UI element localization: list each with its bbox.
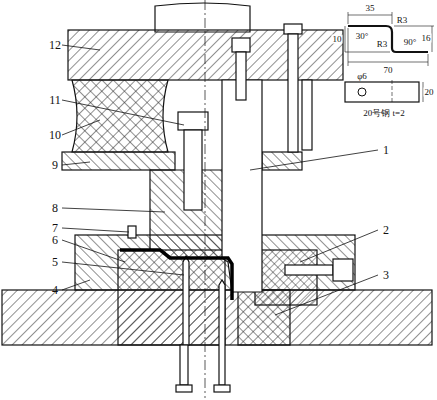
upper-plate <box>68 30 343 80</box>
dimension-text: 90° <box>403 38 418 47</box>
leader-lines <box>62 45 378 315</box>
dimension-text: 16 <box>421 34 432 43</box>
die-insert <box>238 290 290 345</box>
dimension-text: 20 <box>424 88 435 97</box>
callout-number: 10 <box>48 129 62 141</box>
screw-head <box>214 385 230 392</box>
callout-number: 7 <box>51 222 59 234</box>
dimension-text: 30° <box>355 32 370 41</box>
callout-number: 9 <box>51 159 59 171</box>
dimension-text: R3 <box>376 40 389 49</box>
callout-number: 5 <box>51 256 59 268</box>
screw-head <box>176 385 192 392</box>
stripper-plate <box>62 152 175 170</box>
callout-number: 12 <box>48 39 62 51</box>
screw-head <box>178 112 208 130</box>
rubber-block <box>72 80 168 152</box>
dimension-text: 10 <box>332 35 343 44</box>
screw <box>236 52 246 100</box>
dimension-text: 70 <box>383 66 394 75</box>
dimension-text: 35 <box>365 4 376 13</box>
screw-head <box>232 38 250 52</box>
callout-number: 2 <box>382 224 390 236</box>
lower-die <box>118 250 225 345</box>
ejector-pin <box>183 256 189 345</box>
callout-number: 3 <box>382 269 390 281</box>
guide-post <box>288 34 298 152</box>
screw-head <box>333 259 353 281</box>
centerline <box>205 0 206 398</box>
callout-number: 4 <box>51 284 59 296</box>
callout-number: 1 <box>382 144 390 156</box>
callout-number: 11 <box>48 94 62 106</box>
screw <box>219 280 225 385</box>
callout-number: 6 <box>51 234 59 246</box>
callout-number: 8 <box>51 202 59 214</box>
stop-block <box>302 80 312 150</box>
workpiece <box>120 250 232 300</box>
locating-pin <box>128 226 136 238</box>
shank <box>155 3 250 32</box>
dimension-text: φ6 <box>356 72 368 81</box>
part-sketch <box>345 12 434 104</box>
screw <box>180 345 188 385</box>
dimension-text: R3 <box>396 16 409 25</box>
screw <box>285 265 333 275</box>
dimension-text: 20号钢 t=2 <box>362 109 405 118</box>
screw-head <box>284 24 302 34</box>
screw <box>184 130 202 210</box>
